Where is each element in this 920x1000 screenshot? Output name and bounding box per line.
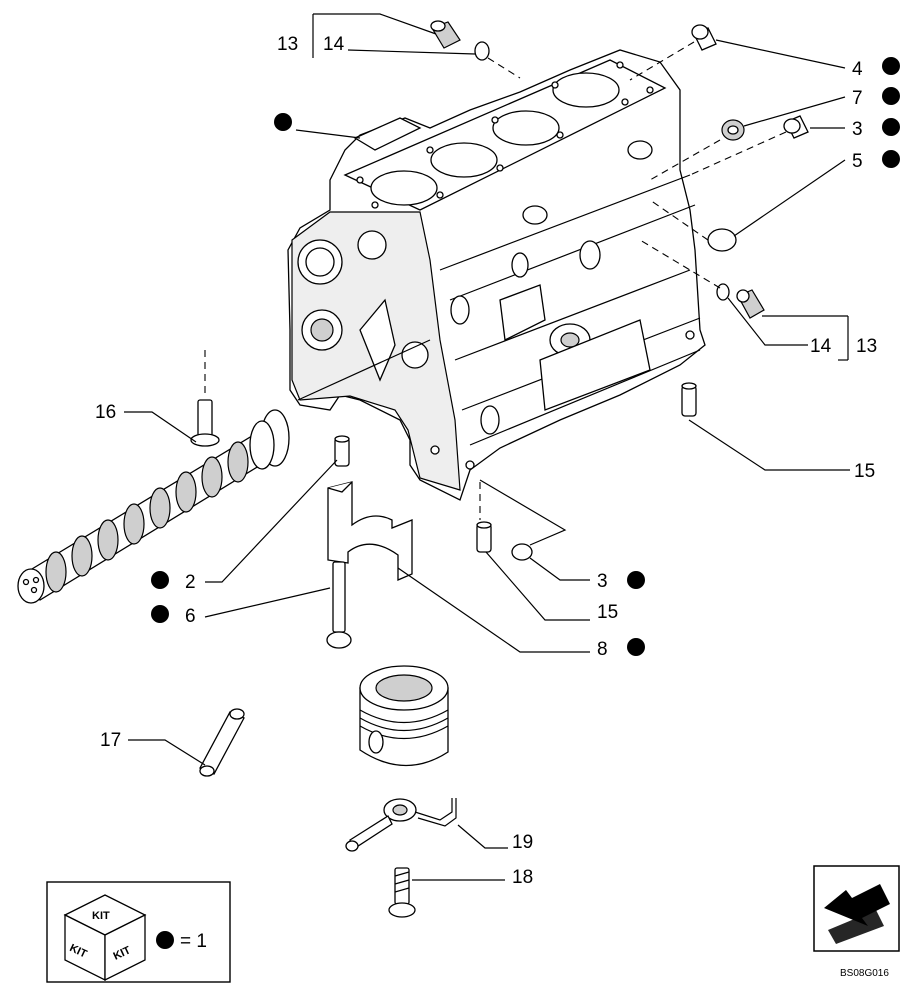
kit-marker-dot-icon [882,118,900,136]
kit-marker-dot-icon [156,931,174,949]
label-14-right: 14 [810,336,832,357]
leader-lines [124,13,850,881]
bolt-18 [388,867,416,918]
label-18: 18 [512,867,533,888]
navigation-arrow-icon[interactable] [813,865,900,952]
label-6: 6 [185,606,196,627]
dowel-15-right [681,382,697,417]
piston [359,665,449,767]
label-3-upper: 3 [852,119,863,140]
label-7: 7 [852,88,863,109]
kit-legend-equals: = 1 [180,931,207,952]
bearing-cap-8 [327,481,413,581]
cylinder-bores [370,72,620,206]
kit-marker-dot-icon [151,571,169,589]
kit-marker-dot-icon [627,638,645,656]
piston-pin-17 [199,708,245,777]
reference-code: BS08G016 [840,968,889,979]
label-16: 16 [95,402,116,423]
part-labels: 13 14 4 7 3 5 14 13 16 15 2 6 3 15 8 17 … [95,34,877,888]
plug-3-lower [511,543,533,561]
label-4: 4 [852,59,863,80]
kit-marker-dot-icon [882,87,900,105]
kit-marker-dots [151,57,900,656]
kit-word-top: KIT [92,910,110,922]
plug-4 [691,24,717,51]
camshaft [17,409,290,604]
dowel-15-lower [476,521,492,553]
plug-right [716,283,765,319]
plug-top [430,20,490,61]
dowel-2 [334,435,350,467]
kit-marker-dot-icon [882,57,900,75]
plug-5 [707,228,737,252]
kit-legend: KIT KIT KIT = 1 [46,881,231,983]
kit-marker-dot-icon [627,571,645,589]
label-15-lower: 15 [597,602,618,623]
label-15-right: 15 [854,461,875,482]
plug-3-upper [783,115,809,139]
label-8: 8 [597,639,608,660]
plug-7 [721,119,745,141]
label-17: 17 [100,730,121,751]
kit-box-icon: KIT KIT KIT [63,894,147,982]
kit-marker-dot-icon [151,605,169,623]
label-14-top: 14 [323,34,345,55]
label-19: 19 [512,832,533,853]
bolt-6 [326,561,352,649]
deck-bolt-holes [356,61,654,209]
label-3-lower: 3 [597,571,608,592]
label-13-top: 13 [277,34,298,55]
engine-block [287,49,706,501]
label-13-right: 13 [856,336,877,357]
label-5: 5 [852,151,863,172]
kit-marker-dot-icon [882,150,900,168]
kit-marker-dot-icon [274,113,292,131]
bolt-16 [190,350,220,447]
oil-nozzle-19 [345,798,457,852]
label-2: 2 [185,572,196,593]
